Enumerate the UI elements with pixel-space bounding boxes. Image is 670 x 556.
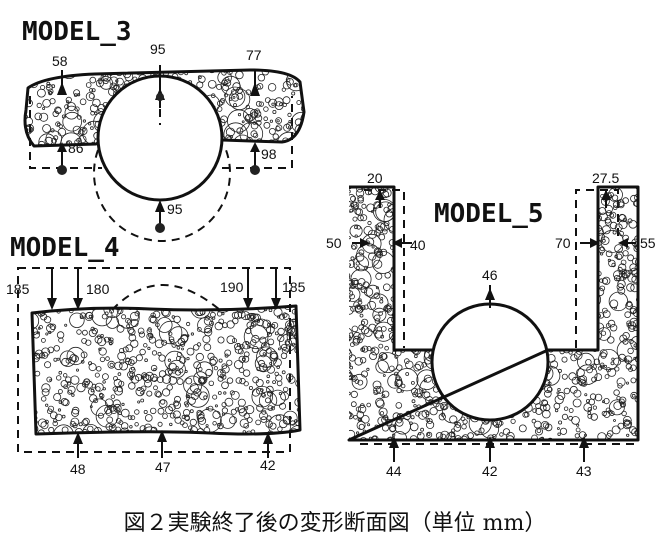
model-5-label-70: 70 (555, 235, 571, 251)
model-3-label-95-bottom: 95 (167, 201, 183, 217)
model-3-arrows (57, 65, 260, 233)
model-4-aggregate (32, 306, 300, 434)
model-4-label-180: 180 (86, 281, 110, 297)
model-5-original-outline (360, 189, 640, 445)
model-3: MODEL_3 58 95 77 86 98 95 (22, 17, 306, 242)
model-5-arrows (352, 190, 636, 462)
figure-caption: 図２実験終了後の変形断面図（単位 mm） (124, 511, 547, 536)
model-5-label-40: 40 (410, 237, 426, 253)
model-3-label-95-top: 95 (150, 41, 166, 57)
model-5-label-46: 46 (482, 267, 498, 283)
model-5: MODEL_5 20 27.5 50 40 70 55 46 44 42 43 (326, 170, 656, 479)
model-4-slab (30, 304, 302, 436)
model-4-original-outline (17, 267, 291, 453)
model-4-pipe-original (111, 284, 221, 311)
model-4: MODEL_4 185 180 190 185 48 47 42 (6, 233, 306, 477)
model-4-label-42: 42 (260, 457, 276, 473)
model-5-label-20: 20 (367, 170, 383, 186)
model-5-label-50: 50 (326, 235, 342, 251)
model-5-label-44: 44 (386, 463, 402, 479)
model-5-u-section (347, 185, 640, 442)
model-5-title: MODEL_5 (434, 199, 544, 229)
model-4-label-48: 48 (70, 461, 86, 477)
model-3-label-98: 98 (261, 146, 277, 162)
model-5-label-42: 42 (482, 463, 498, 479)
model-4-arrows (47, 268, 281, 458)
model-4-title: MODEL_4 (10, 233, 120, 263)
model-3-label-77: 77 (246, 47, 262, 63)
model-5-label-27-5: 27.5 (592, 170, 619, 186)
model-4-label-185-right: 185 (282, 279, 306, 295)
model-4-label-190: 190 (220, 279, 244, 295)
model-4-label-47: 47 (155, 459, 171, 475)
model-5-label-55: 55 (640, 235, 656, 251)
model-3-label-58: 58 (52, 53, 68, 69)
model-3-label-86: 86 (68, 140, 84, 156)
model-5-label-43: 43 (576, 463, 592, 479)
model-3-slab (23, 68, 306, 148)
model-3-title: MODEL_3 (22, 17, 132, 47)
model-3-original-outline (29, 96, 293, 169)
model-4-label-185-left: 185 (6, 281, 30, 297)
model-5-pipe (430, 302, 550, 422)
